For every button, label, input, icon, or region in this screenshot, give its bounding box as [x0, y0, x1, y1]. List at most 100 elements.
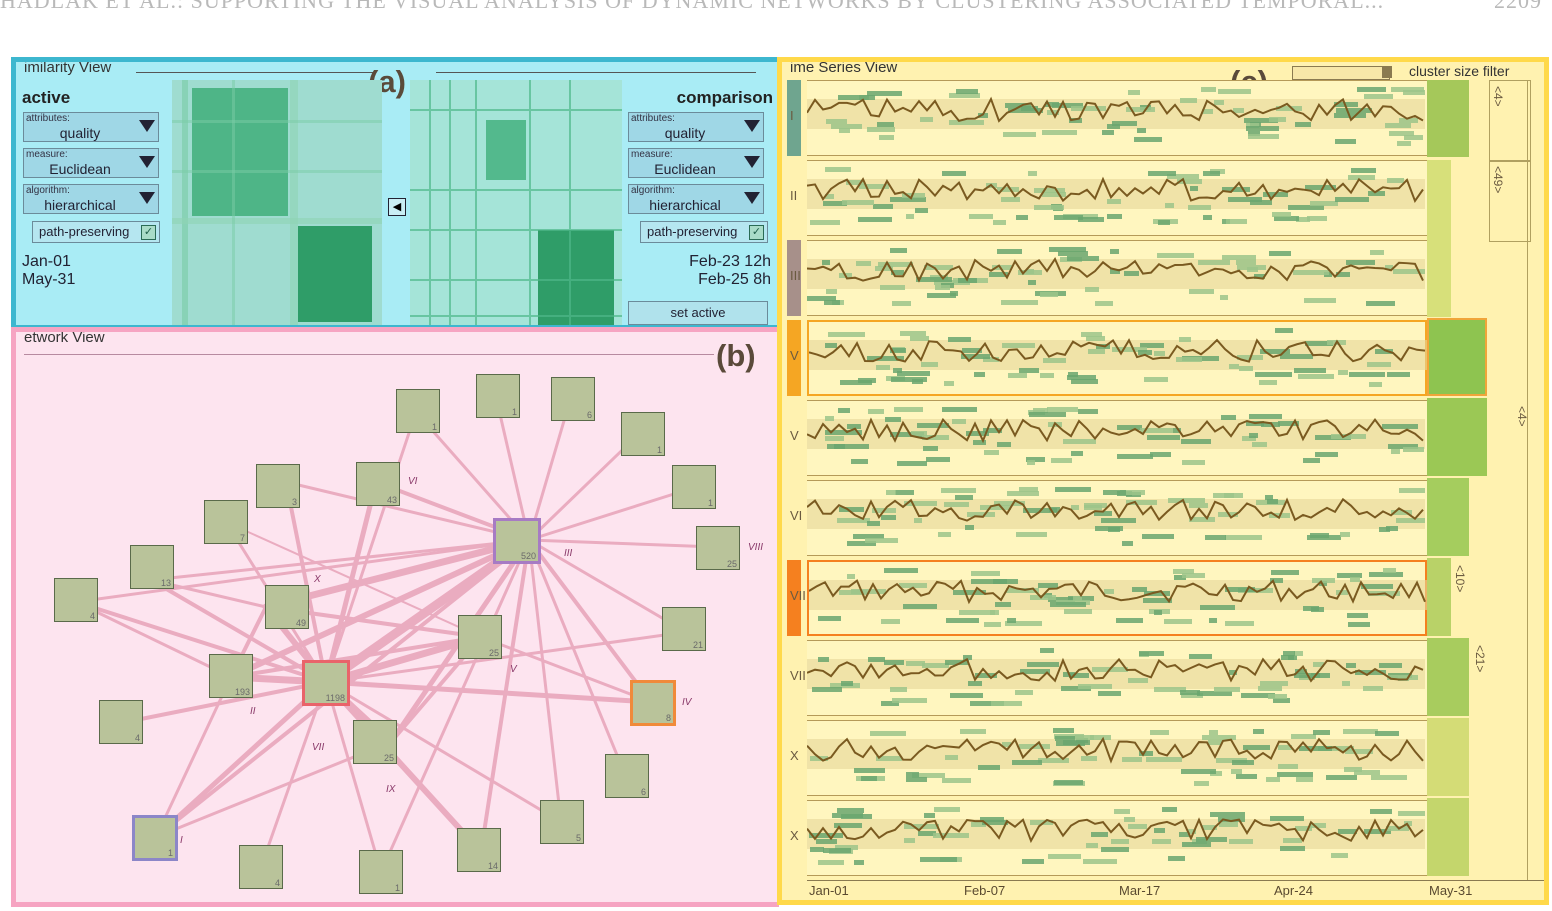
- cluster-node[interactable]: 1: [476, 374, 520, 418]
- cluster-node[interactable]: 7: [204, 500, 248, 544]
- dendro-label: <10>: [1453, 565, 1467, 593]
- cluster-size-filter-slider[interactable]: [1292, 66, 1390, 80]
- active-algorithm-dropdown[interactable]: algorithm: hierarchical: [23, 184, 159, 214]
- cluster-node-i[interactable]: 1: [132, 815, 178, 861]
- dendro-block: [1427, 718, 1469, 796]
- cluster-node[interactable]: 4: [239, 845, 283, 889]
- chevron-down-icon: [744, 120, 760, 132]
- cluster-label: IX: [386, 784, 396, 795]
- network-view-panel: etwork View (b): [11, 327, 779, 907]
- cluster-label: III: [564, 548, 573, 559]
- cluster-label: V: [510, 664, 517, 675]
- slider-handle[interactable]: [1382, 66, 1392, 78]
- row-highlight-strip: [787, 320, 801, 396]
- dropdown-value: Euclidean: [654, 161, 716, 177]
- x-tick: Feb-07: [964, 883, 1006, 898]
- cluster-node[interactable]: 13: [130, 545, 174, 589]
- dendro-branch: [1489, 80, 1531, 162]
- x-tick: Apr-24: [1274, 883, 1314, 898]
- series-plot: [807, 807, 1425, 865]
- row-highlight-strip: [787, 80, 801, 156]
- cluster-node[interactable]: 4: [99, 700, 143, 744]
- dendro-label: <4>: [1491, 86, 1505, 107]
- time-series-row[interactable]: [807, 80, 1427, 156]
- time-series-row[interactable]: [807, 560, 1427, 636]
- comparison-measure-dropdown[interactable]: measure: Euclidean: [628, 148, 764, 178]
- cluster-label: IV: [682, 697, 692, 708]
- time-series-view-panel: ime Series View (c) cluster size filter …: [777, 57, 1549, 905]
- set-active-button[interactable]: set active: [628, 301, 768, 325]
- cluster-node[interactable]: 6: [551, 377, 595, 421]
- time-series-row[interactable]: [807, 800, 1427, 876]
- cluster-node[interactable]: 21: [662, 607, 706, 651]
- time-series-row[interactable]: [807, 480, 1427, 556]
- time-series-view-title: ime Series View: [790, 59, 898, 76]
- dendro-label: <49>: [1491, 166, 1505, 194]
- x-tick: May-31: [1429, 883, 1473, 898]
- comparison-algorithm-dropdown[interactable]: algorithm: hierarchical: [628, 184, 764, 214]
- cluster-node[interactable]: 1: [621, 412, 665, 456]
- running-title: HADLAK ET AL.: SUPPORTING THE VISUAL ANA…: [0, 0, 1385, 13]
- cluster-node[interactable]: 1: [672, 465, 716, 509]
- title-rule: [24, 354, 714, 355]
- x-tick: Mar-17: [1119, 883, 1161, 898]
- active-similarity-matrix[interactable]: [172, 80, 382, 326]
- cluster-node-ii[interactable]: 193: [209, 654, 253, 698]
- comparison-date-end: Feb-25 8h: [698, 271, 771, 288]
- dropdown-label: algorithm:: [631, 185, 675, 196]
- cluster-node[interactable]: 4: [54, 578, 98, 622]
- active-date-end: May-31: [22, 271, 76, 288]
- dropdown-value: Euclidean: [49, 161, 111, 177]
- series-plot: [809, 568, 1427, 627]
- dendro-block: [1427, 318, 1487, 396]
- cluster-node[interactable]: 5: [540, 800, 584, 844]
- series-plot: [807, 487, 1425, 546]
- cluster-node[interactable]: 1: [359, 850, 403, 894]
- row-cluster-id: V: [790, 348, 799, 363]
- cluster-node-v[interactable]: 25: [458, 615, 502, 659]
- active-measure-dropdown[interactable]: measure: Euclidean: [23, 148, 159, 178]
- cluster-node[interactable]: 14: [457, 828, 501, 872]
- dendro-block: [1427, 398, 1487, 476]
- active-path-preserving-checkbox[interactable]: path-preserving ✓: [32, 221, 160, 243]
- similarity-view-panel: imilarity View (a) active attributes: qu…: [11, 57, 779, 330]
- checkbox-label: path-preserving: [39, 224, 130, 239]
- page-running-header: HADLAK ET AL.: SUPPORTING THE VISUAL ANA…: [0, 0, 1552, 14]
- time-series-row[interactable]: [807, 240, 1427, 316]
- time-series-row[interactable]: [807, 640, 1427, 716]
- time-series-row[interactable]: [807, 320, 1427, 396]
- dropdown-label: measure:: [26, 149, 68, 160]
- dropdown-label: attributes:: [26, 113, 70, 124]
- row-cluster-id: X: [790, 748, 799, 763]
- cluster-node-vii[interactable]: 1198: [302, 660, 350, 706]
- series-plot: [809, 328, 1427, 387]
- comparison-path-preserving-checkbox[interactable]: path-preserving ✓: [640, 221, 768, 243]
- cluster-node-vi[interactable]: 43: [356, 462, 400, 506]
- check-icon: ✓: [749, 225, 764, 240]
- row-cluster-id: III: [790, 268, 801, 283]
- cluster-node-x[interactable]: 49: [265, 585, 309, 629]
- chevron-down-icon: [139, 156, 155, 168]
- checkbox-label: path-preserving: [647, 224, 738, 239]
- comparison-similarity-matrix[interactable]: [410, 80, 622, 330]
- cluster-node-viii[interactable]: 25: [696, 526, 740, 570]
- x-axis: [807, 880, 1544, 881]
- comparison-attributes-dropdown[interactable]: attributes: quality: [628, 112, 764, 142]
- row-cluster-id: VIII: [790, 668, 810, 683]
- cluster-node[interactable]: 6: [605, 754, 649, 798]
- cluster-node-iii[interactable]: 520: [493, 518, 541, 564]
- time-series-row[interactable]: [807, 400, 1427, 476]
- series-plot: [807, 167, 1425, 225]
- cluster-node-ix[interactable]: 25: [353, 720, 397, 764]
- row-cluster-id: VI: [790, 508, 803, 523]
- time-series-row[interactable]: [807, 160, 1427, 236]
- similarity-view-title: imilarity View: [24, 59, 112, 76]
- time-series-row[interactable]: [807, 720, 1427, 796]
- dropdown-value: quality: [664, 125, 706, 141]
- active-attributes-dropdown[interactable]: attributes: quality: [23, 112, 159, 142]
- cluster-size-filter-label: cluster size filter: [1409, 63, 1510, 79]
- cluster-node[interactable]: 1: [396, 389, 440, 433]
- cluster-node[interactable]: 3: [256, 464, 300, 508]
- swap-arrow-icon[interactable]: ◀: [388, 198, 406, 216]
- cluster-node-iv[interactable]: 8: [630, 680, 676, 726]
